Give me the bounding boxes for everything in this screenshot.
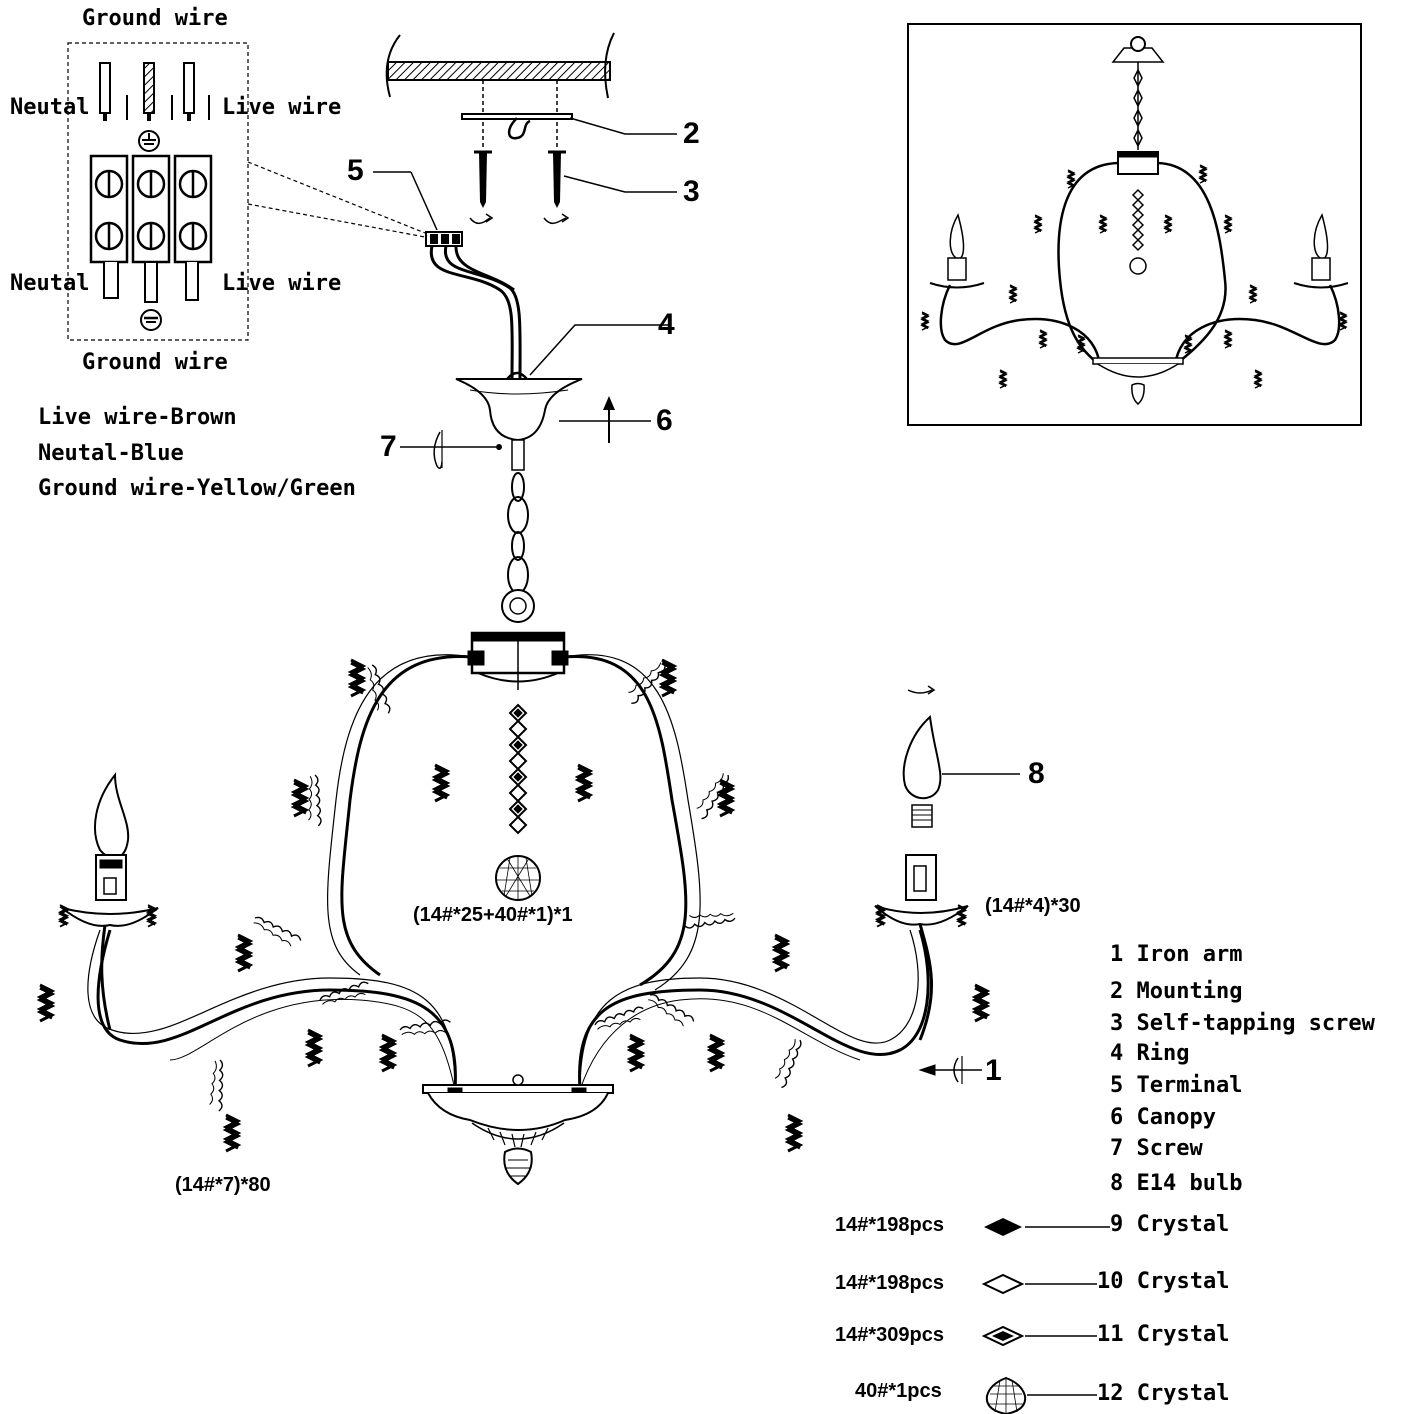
crystal-legend-icons [981, 1218, 1110, 1414]
part-number: 4 [1110, 1041, 1124, 1066]
part-name: Iron arm [1136, 942, 1243, 967]
crystal-11-qty: 14#*309pcs [835, 1324, 944, 1346]
part-7: 7 Screw [1110, 1136, 1203, 1161]
part-1: 1 Iron arm [1110, 942, 1242, 967]
ground-wire-top-label: Ground wire [82, 6, 228, 31]
ceiling-mount [385, 32, 677, 225]
canopy-assembly [373, 171, 668, 623]
part-number: 5 [1110, 1073, 1124, 1098]
center-drop-quantity: (14#*25+40#*1)*1 [413, 904, 573, 926]
lower-arm-quantity: (14#*7)*80 [175, 1174, 271, 1196]
crystal-ball-icon [985, 1376, 1027, 1414]
crystal-11-label: 11 Crystal [1097, 1322, 1230, 1347]
part-name: Ring [1136, 1041, 1190, 1066]
callout-1: 1 [985, 1054, 1002, 1087]
part-name: E14 bulb [1136, 1171, 1243, 1196]
part-number: 6 [1110, 1105, 1124, 1130]
crystal-10-label: 10 Crystal [1097, 1269, 1230, 1294]
callout-4: 4 [658, 308, 675, 341]
callout-5: 5 [347, 154, 364, 187]
callout-2: 2 [683, 117, 700, 150]
crystal-diamond-outline-icon [981, 1273, 1025, 1295]
part-3: 3 Self-tapping screw [1110, 1011, 1375, 1036]
callout-6: 6 [656, 404, 673, 437]
callout-3: 3 [683, 175, 700, 208]
live-wire-bottom-label: Live wire [222, 271, 342, 296]
neutral-bottom-label: Neutal [10, 271, 90, 296]
wire-color-live: Live wire-Brown [38, 405, 237, 430]
crystal-12-label: 12 Crystal [1097, 1381, 1230, 1406]
part-number: 2 [1110, 979, 1124, 1004]
part-name: Screw [1136, 1136, 1203, 1161]
part-number: 1 [1110, 942, 1124, 967]
part-name: Terminal [1136, 1073, 1243, 1098]
wire-color-ground: Ground wire-Yellow/Green [38, 476, 356, 501]
crystal-10-qty: 14#*198pcs [835, 1272, 944, 1294]
preview-pendants [921, 164, 1347, 389]
part-2: 2 Mounting [1110, 979, 1242, 1004]
preview-thumbnail [907, 23, 1362, 426]
callout-8: 8 [1028, 757, 1045, 790]
callout-7: 7 [380, 430, 397, 463]
live-wire-top-label: Live wire [222, 95, 342, 120]
part-4: 4 Ring [1110, 1041, 1189, 1066]
part-number: 3 [1110, 1011, 1124, 1036]
part-8: 8 E14 bulb [1110, 1171, 1242, 1196]
crystal-12-qty: 40#*1pcs [855, 1380, 942, 1402]
part-name: Self-tapping screw [1136, 1011, 1375, 1036]
crystal-9-label: 9 Crystal [1110, 1212, 1230, 1237]
ground-wire-bottom-label: Ground wire [82, 350, 228, 375]
part-6: 6 Canopy [1110, 1105, 1216, 1130]
crystal-9-qty: 14#*198pcs [835, 1214, 944, 1236]
candle-arm-quantity: (14#*4)*30 [985, 895, 1081, 917]
wire-color-neutral: Neutal-Blue [38, 441, 184, 466]
part-number: 7 [1110, 1136, 1124, 1161]
part-name: Mounting [1136, 979, 1243, 1004]
neutral-top-label: Neutal [10, 95, 90, 120]
part-name: Canopy [1136, 1105, 1216, 1130]
chandelier-body [61, 631, 1020, 1186]
wiring-detail [67, 42, 426, 341]
part-number: 8 [1110, 1171, 1124, 1196]
crystal-diamond-filled-icon [984, 1218, 1022, 1236]
part-5: 5 Terminal [1110, 1073, 1242, 1098]
